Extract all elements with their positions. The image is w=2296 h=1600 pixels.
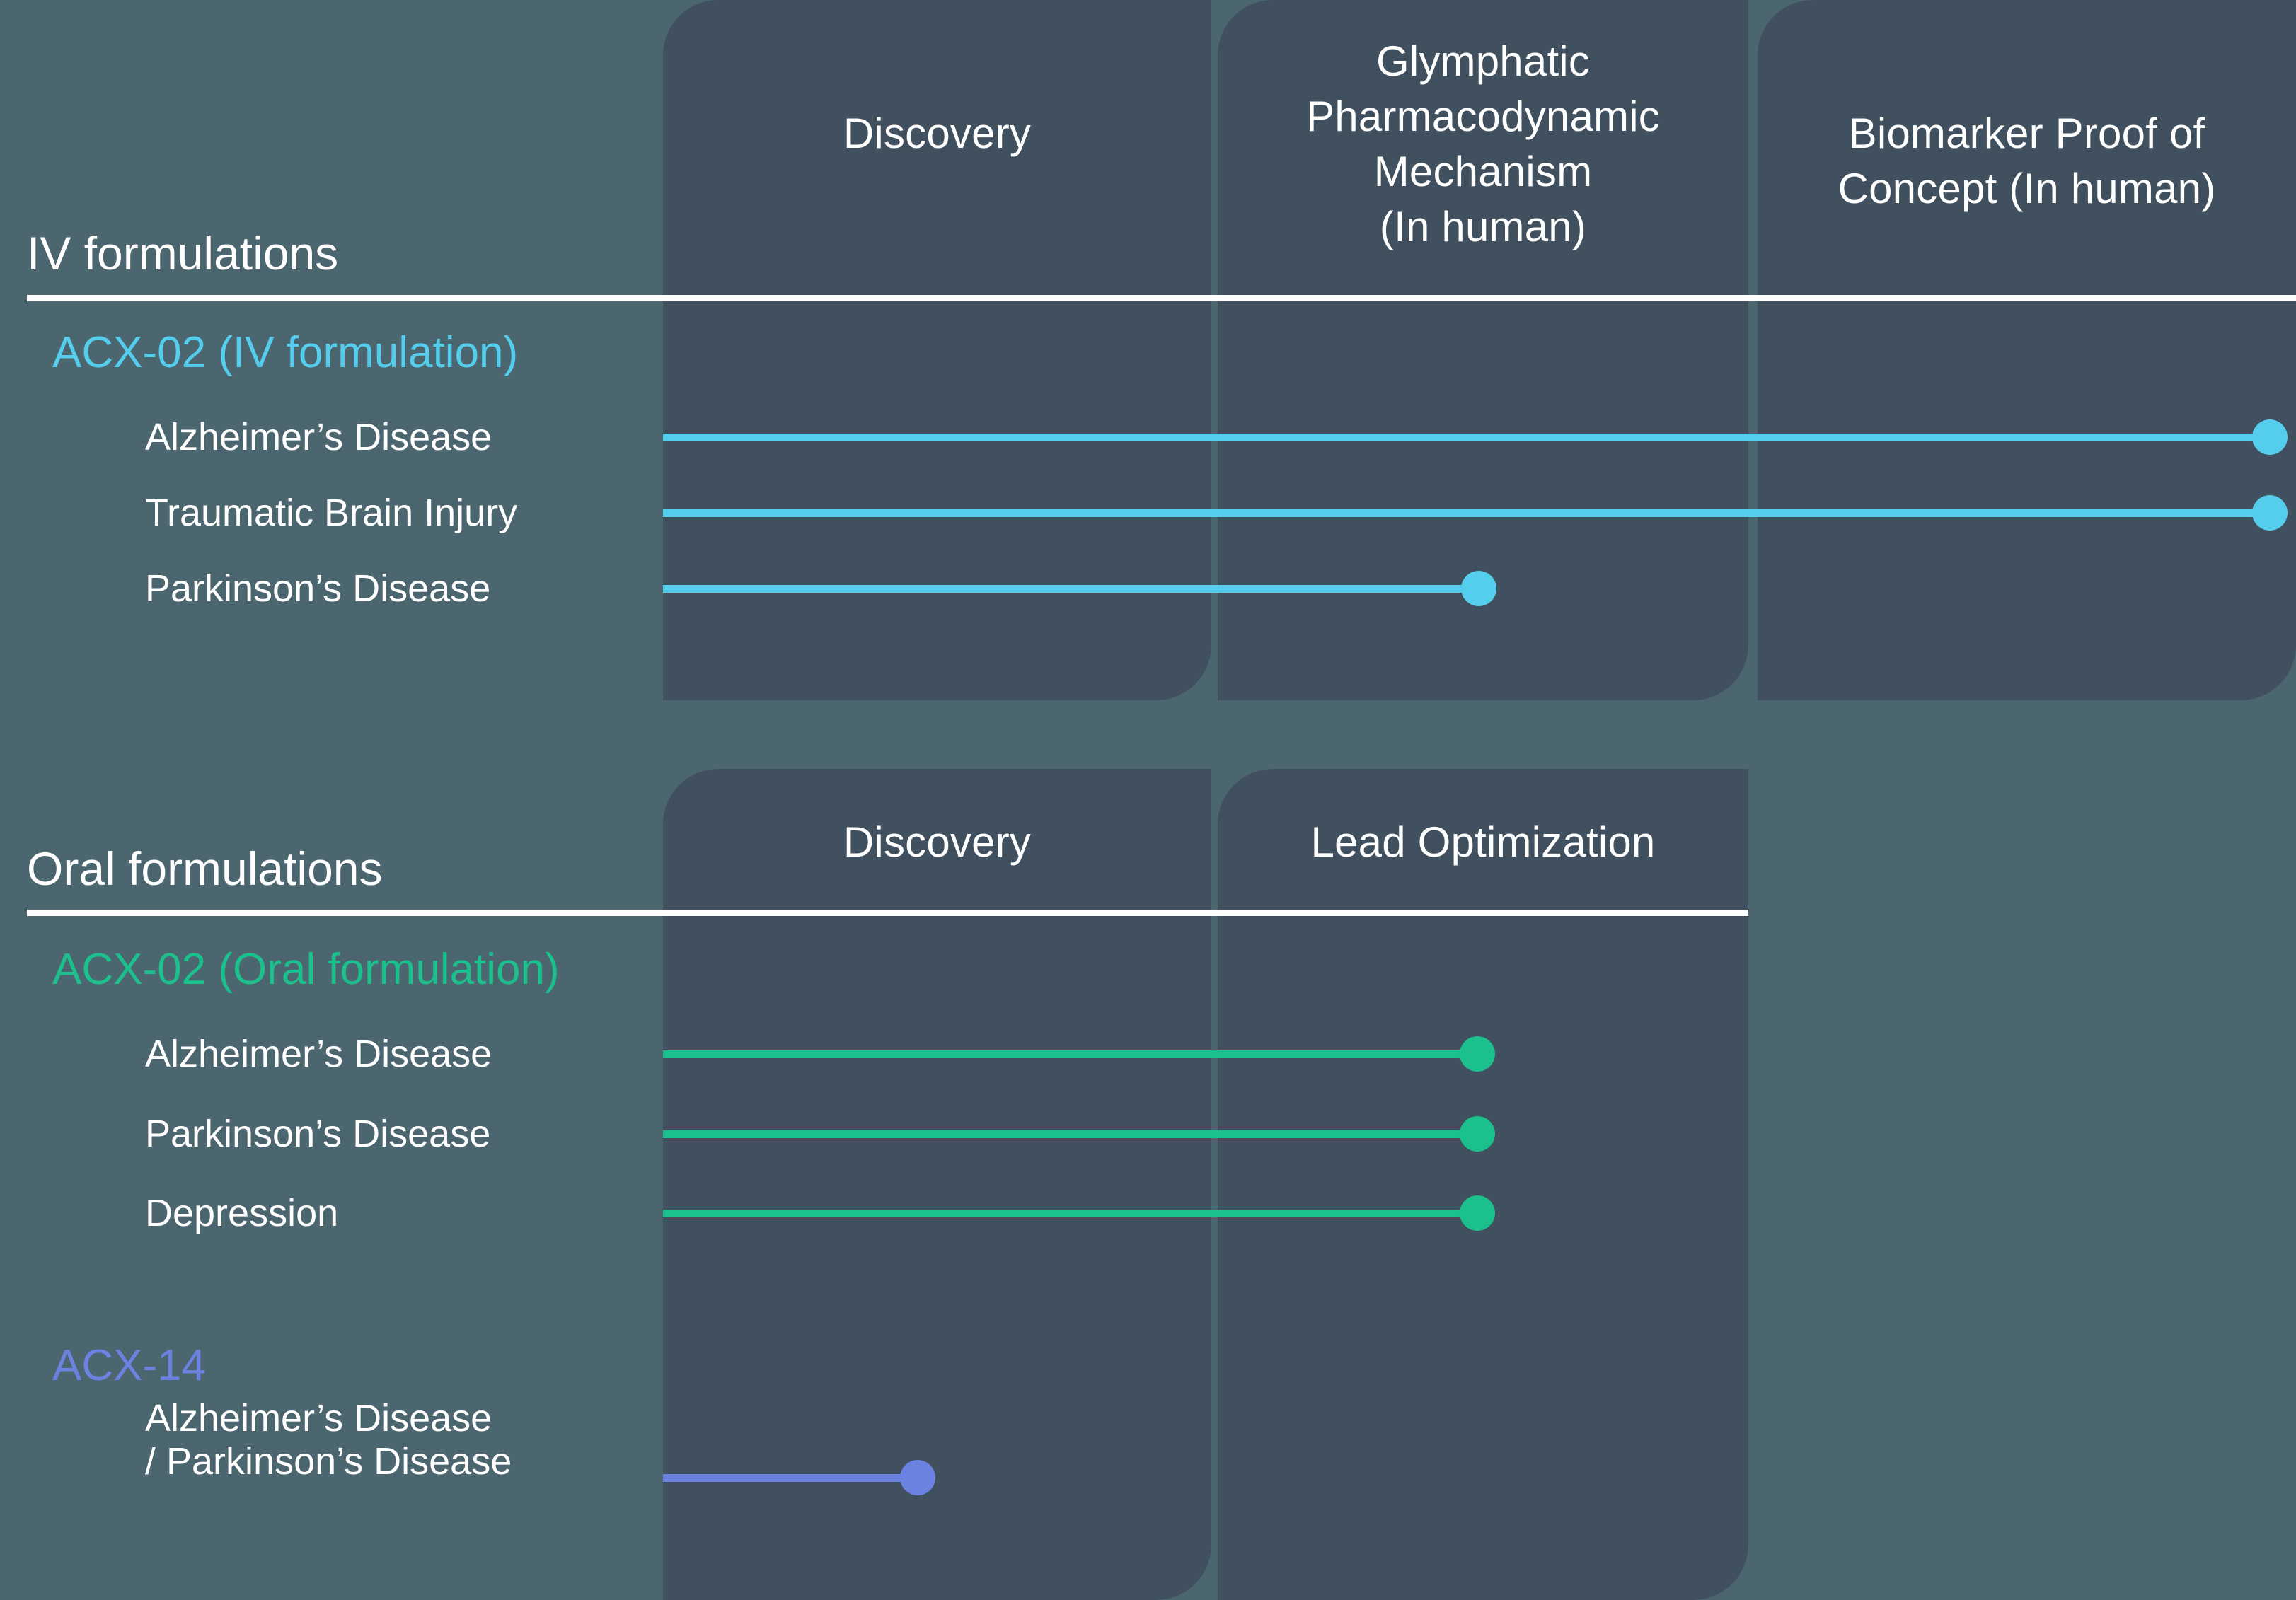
program-name-acx14: ACX-14: [52, 1341, 207, 1390]
oral-column-header-discovery: Discovery: [843, 818, 1032, 866]
section-heading-oral: Oral formulations: [27, 842, 383, 895]
progress-track-oral-depression: [663, 1210, 1494, 1217]
progress-dot-oral-alzheimers: [1460, 1036, 1495, 1072]
progress-dot-iv-alzheimers: [2252, 419, 2288, 455]
progress-track-oral-parkinsons: [663, 1130, 1494, 1138]
iv-column-header-glymphatic: Glymphatic Pharmacodynamic Mechanism (In…: [1306, 37, 1660, 250]
indication-label-oral-parkinsons: Parkinson’s Disease: [145, 1113, 491, 1155]
progress-track-oral-alzheimers: [663, 1050, 1494, 1058]
progress-dot-oral-depression: [1460, 1195, 1495, 1231]
indication-label-acx14-alz-park: Alzheimer’s Disease / Parkinson’s Diseas…: [145, 1397, 512, 1483]
progress-dot-iv-parkinsons: [1461, 571, 1496, 606]
iv-column-panel-biomarker: [1758, 0, 2296, 700]
indication-label-iv-tbi: Traumatic Brain Injury: [145, 492, 518, 534]
section-rule-iv: [27, 295, 2296, 301]
iv-column-header-discovery: Discovery: [843, 110, 1032, 157]
progress-track-acx14-alz-park: [663, 1474, 918, 1482]
iv-column-panel-discovery: [663, 0, 1211, 700]
program-name-acx02-iv: ACX-02 (IV formulation): [52, 328, 519, 377]
indication-label-oral-alzheimers: Alzheimer’s Disease: [145, 1033, 492, 1075]
oral-column-header-lead-optimization: Lead Optimization: [1310, 818, 1656, 866]
progress-track-iv-alzheimers: [663, 434, 2285, 441]
iv-column-header-biomarker: Biomarker Proof of Concept (In human): [1838, 110, 2216, 212]
oral-column-panel-discovery: [663, 769, 1211, 1600]
progress-dot-iv-tbi: [2252, 495, 2288, 531]
progress-dot-oral-parkinsons: [1460, 1116, 1495, 1152]
progress-track-iv-tbi: [663, 509, 2285, 517]
progress-track-iv-parkinsons: [663, 585, 1494, 593]
indication-label-iv-alzheimers: Alzheimer’s Disease: [145, 416, 492, 458]
section-heading-iv: IV formulations: [27, 227, 339, 279]
indication-label-iv-parkinsons: Parkinson’s Disease: [145, 567, 491, 610]
oral-column-panel-lead-optimization: [1218, 769, 1748, 1600]
indication-label-oral-depression: Depression: [145, 1192, 339, 1234]
progress-dot-acx14-alz-park: [900, 1460, 935, 1495]
program-name-acx02-oral: ACX-02 (Oral formulation): [52, 945, 560, 994]
section-rule-oral: [27, 910, 1748, 916]
